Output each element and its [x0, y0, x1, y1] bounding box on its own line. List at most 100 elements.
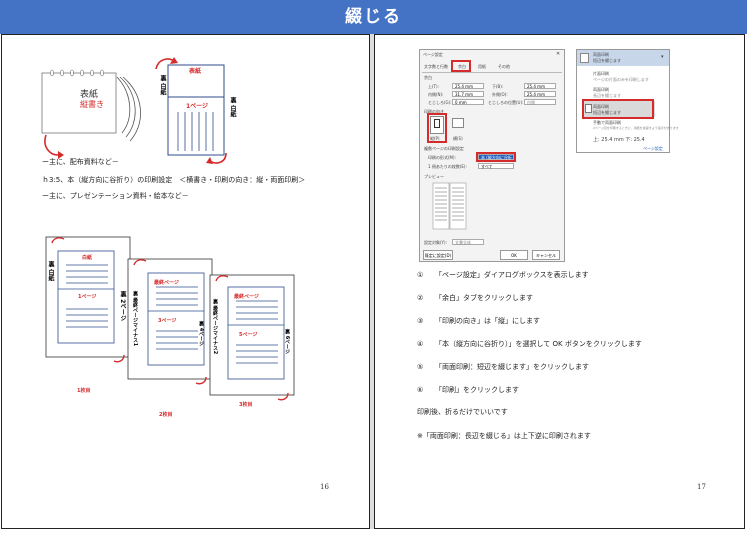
section-margin-label: 余白	[424, 75, 432, 80]
portrait-label: 縦(P)	[430, 136, 440, 141]
step-4: ④「本（縦方向に谷折り）」を選択して OK ボタンをクリックします	[417, 340, 642, 348]
sheets-per-booklet-select[interactable]: すべて	[478, 163, 514, 169]
sheets-illustration	[45, 236, 295, 401]
step-5: ⑤「両面印刷：短辺を綴じます」をクリックします	[417, 363, 589, 371]
chevron-down-icon: ▾	[661, 54, 664, 60]
tab-chars-lines[interactable]: 文字数と行数	[424, 64, 448, 69]
step-6: ⑥「印刷」をクリックします	[417, 386, 519, 394]
sheet2-caption: 2枚目	[159, 412, 173, 418]
page-gutter	[370, 34, 374, 529]
duplex-opt2-title[interactable]: 両面印刷	[593, 87, 609, 92]
sheet2-side: 裏 最終ページマイナス1	[132, 291, 138, 347]
margin-readout: 上: 25.4 mm 下: 25.4	[593, 137, 645, 143]
note-handouts: ー主に、配布資料など－	[42, 158, 119, 166]
sheet3-side-c: 裏 4ページ	[198, 321, 204, 347]
page-title: 綴じる	[0, 0, 747, 34]
pages-format-highlight	[476, 152, 516, 162]
booklet-top-label: 表紙	[189, 68, 202, 75]
calendar-title: 表紙	[80, 90, 99, 100]
step-2: ②「余白」タブをクリックします	[417, 294, 533, 302]
sheet3-top: 最終ページ	[234, 294, 259, 300]
page-setup-link[interactable]: ページ設定	[643, 146, 663, 151]
section-preview-label: プレビュー	[424, 174, 444, 179]
calendar-illustration	[41, 69, 141, 159]
duplex-opt3-icon	[585, 104, 592, 113]
section-orient-label: 印刷の向き	[424, 109, 444, 114]
landscape-option[interactable]	[452, 118, 464, 128]
sheets-per-booklet-label: 1 冊あたりの枚数(E):	[428, 164, 467, 169]
outer-margin-label: 外側(O):	[492, 92, 508, 97]
gutter-position-label: とじしろの位置(U):	[488, 100, 524, 105]
portrait-highlight	[427, 113, 447, 143]
sheet1-back: 裏 白紙	[47, 261, 54, 282]
footer-note-fold: 印刷後、折るだけでいいです	[417, 408, 508, 416]
right-page: ページ設定 ✕ 文字数と行数 余白 用紙 その他 余白 上(T): 25.4 m…	[374, 34, 745, 529]
cancel-button[interactable]: キャンセル	[532, 250, 560, 260]
pages-format-label: 印刷の形式(M):	[428, 155, 456, 160]
sheet1-caption: 1枚目	[77, 388, 91, 394]
outer-margin-field[interactable]: 25.4 mm	[524, 91, 556, 97]
duplex-opt4-title[interactable]: 手動で両面印刷	[593, 120, 621, 125]
bottom-margin-field[interactable]: 25.4 mm	[524, 83, 556, 89]
inner-margin-label: 内側(N):	[428, 92, 444, 97]
inner-margin-field[interactable]: 31.7 mm	[452, 91, 484, 97]
footer-note-long-edge: ※「両面印刷：長辺を綴じる」は上下逆に印刷されます	[417, 432, 591, 440]
apply-to-label: 設定対象(Y):	[424, 240, 447, 245]
duplex-header-sub: 短辺を綴じます	[593, 58, 621, 63]
note-print-setting: ｈ3:5、本（縦方向に谷折り）の印刷設定 ＜横書き・印刷の向き：縦・両面印刷＞	[42, 176, 306, 184]
section-pages-label: 複数ページの印刷設定	[424, 146, 464, 151]
duplex-short-edge-highlight	[582, 99, 654, 119]
left-page: 表紙 縦書き 表紙 1ページ 裏 白紙 裏 白紙 ー主に、配布資料など－ ｈ3:…	[1, 34, 370, 529]
page-number-left: 16	[320, 483, 329, 491]
duplex-opt1-title[interactable]: 片面印刷	[593, 71, 609, 76]
sheet3-caption: 3枚目	[239, 402, 253, 408]
duplex-opt3-title: 両面印刷	[593, 104, 609, 109]
apply-to-select[interactable]: 文書全体	[452, 239, 484, 245]
portrait-option[interactable]	[430, 116, 444, 134]
booklet-back-top: 裏 白紙	[159, 75, 166, 96]
duplex-opt3-sub: 短辺を綴じます	[593, 110, 621, 115]
duplex-menu: 両面印刷 短辺を綴じます ▾ 片面印刷 ページの片面のみを印刷します 両面印刷 …	[576, 49, 679, 153]
top-margin-field[interactable]: 25.4 mm	[452, 83, 484, 89]
portrait-icon	[434, 119, 440, 128]
gutter-position-field[interactable]: 内側	[524, 99, 556, 105]
duplex-opt1-sub: ページの片面のみを印刷します	[593, 77, 649, 82]
sheet3-side-a: 裏 最終ページマイナス2	[212, 299, 218, 355]
sheet2-page: 3ページ	[158, 318, 177, 324]
page-number-right: 17	[697, 483, 706, 491]
sheet3-page: 5ページ	[239, 332, 258, 338]
sheet3-side-b: 裏 6ページ	[284, 329, 290, 355]
duplex-opt3[interactable]: 両面印刷 短辺を綴じます	[583, 101, 655, 117]
calendar-subtitle: 縦書き	[80, 100, 104, 109]
page-setup-dialog: ページ設定 ✕ 文字数と行数 余白 用紙 その他 余白 上(T): 25.4 m…	[419, 49, 565, 262]
duplex-menu-header[interactable]: 両面印刷 短辺を綴じます ▾	[577, 50, 669, 66]
duplex-header-icon	[580, 53, 589, 63]
duplex-header-title: 両面印刷	[593, 52, 609, 57]
duplex-opt4-sub: 2ページ目を印刷するときに、用紙を裏返すよう指示があります	[593, 126, 679, 130]
tab-margins[interactable]: 余白	[458, 64, 466, 69]
booklet-page-label: 1ページ	[186, 103, 209, 110]
sheet2-top: 最終ページ	[154, 280, 179, 286]
note-presentations: ー主に、プレゼンテーション資料・絵本など－	[42, 192, 189, 200]
booklet-illustration	[155, 57, 227, 164]
ok-button[interactable]: OK	[500, 250, 528, 260]
sheet1-top: 白紙	[82, 255, 93, 261]
gutter-field[interactable]: 0 mm	[452, 99, 484, 105]
preview-thumbnail	[432, 182, 467, 230]
dialog-title: ページ設定	[423, 52, 443, 57]
dialog-close-icon[interactable]: ✕	[556, 51, 561, 57]
landscape-label: 横(S)	[453, 136, 463, 141]
tab-other[interactable]: その他	[498, 64, 510, 69]
sheet1-side: 裏 2ページ	[119, 291, 126, 322]
tab-paper[interactable]: 用紙	[478, 64, 486, 69]
sheet1-page: 1ページ	[78, 294, 97, 300]
gutter-label: とじしろ(G):	[428, 100, 452, 105]
tab-divider	[422, 72, 562, 73]
set-default-button[interactable]: 既定に設定(D)	[423, 250, 453, 260]
booklet-back-bottom: 裏 白紙	[229, 97, 236, 118]
duplex-opt2-sub: 長辺を綴じます	[593, 93, 621, 98]
top-margin-label: 上(T):	[428, 84, 439, 89]
bottom-margin-label: 下(B):	[492, 84, 504, 89]
margins-tab-highlight	[451, 60, 471, 72]
step-1: ①「ページ設定」ダイアログボックスを表示します	[417, 271, 589, 279]
